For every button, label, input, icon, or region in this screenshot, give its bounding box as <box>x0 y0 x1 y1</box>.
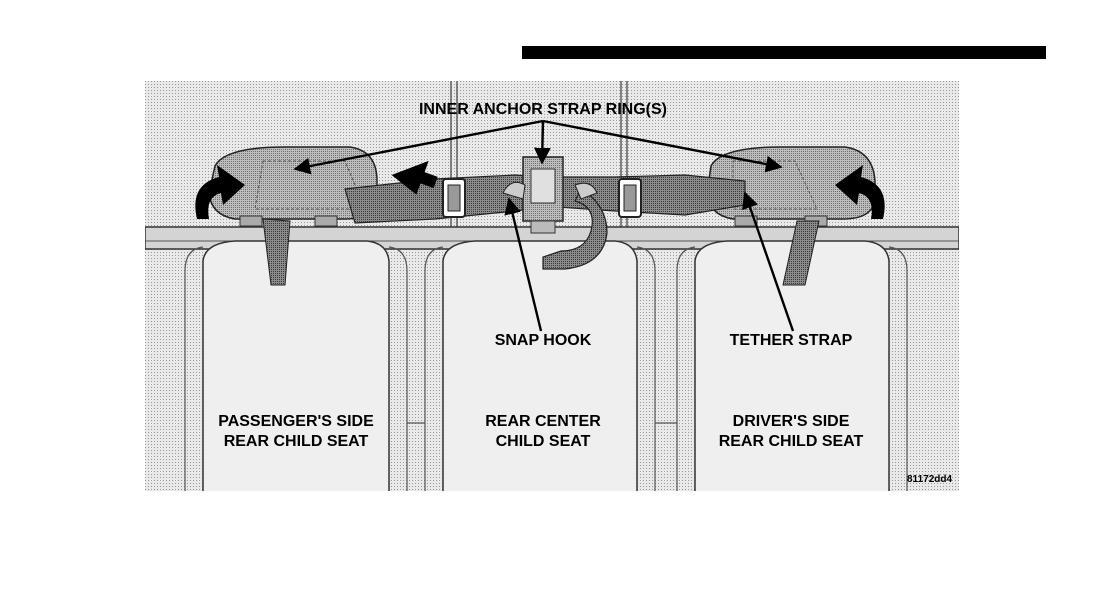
driver-seat-label-line2: REAR CHILD SEAT <box>719 433 864 450</box>
center-seatback <box>425 241 655 491</box>
tether-anchor-illustration: INNER ANCHOR STRAP RING(S) SNAP HOOK TET… <box>145 81 959 491</box>
illustration-svg: INNER ANCHOR STRAP RING(S) SNAP HOOK TET… <box>145 81 959 491</box>
inner-anchor-label: INNER ANCHOR STRAP RING(S) <box>419 101 667 118</box>
snap-hook-label: SNAP HOOK <box>495 332 592 349</box>
center-seat-label-line2: CHILD SEAT <box>496 433 591 450</box>
passenger-seatback <box>185 241 407 491</box>
center-seat-label-line1: REAR CENTER <box>485 413 601 430</box>
tether-strap-label: TETHER STRAP <box>730 332 853 349</box>
passenger-seat-label-line1: PASSENGER'S SIDE <box>218 413 374 430</box>
passenger-seat-label-line2: REAR CHILD SEAT <box>224 433 369 450</box>
header-rule <box>522 46 1046 59</box>
driver-seat-label-line1: DRIVER'S SIDE <box>733 413 850 430</box>
figure-code: 81172dd4 <box>907 474 952 485</box>
